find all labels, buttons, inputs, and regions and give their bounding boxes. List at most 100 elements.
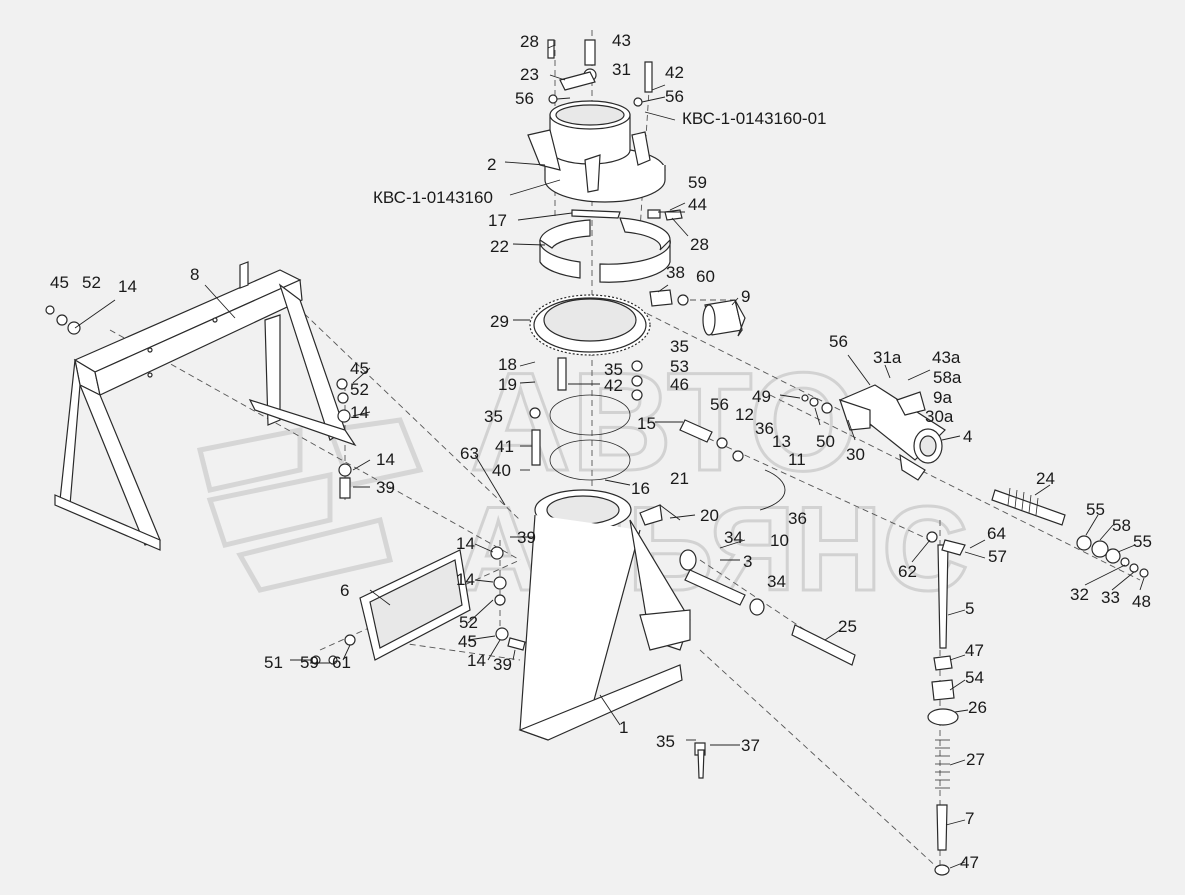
label-1: 1 [619, 718, 628, 737]
label-54: 54 [965, 668, 984, 687]
column-part-1 [518, 489, 691, 741]
label-42: 42 [604, 376, 623, 395]
label-34: 34 [767, 572, 786, 591]
label-7: 7 [965, 809, 974, 828]
seal-rings [549, 394, 631, 481]
label-55: 55 [1086, 500, 1105, 519]
hydraulic-motor-part-9 [649, 289, 746, 337]
label-36: 36 [755, 419, 774, 438]
label-45: 45 [458, 632, 477, 651]
worm-shaft-part-24 [991, 487, 1066, 526]
label-12: 12 [735, 405, 754, 424]
bolt-part-25 [791, 624, 856, 666]
label-31: 31 [612, 60, 631, 79]
label-35: 35 [484, 407, 503, 426]
label-3: 3 [743, 552, 752, 571]
label-27: 27 [966, 750, 985, 769]
label-56: 56 [515, 89, 534, 108]
label-23: 23 [520, 65, 539, 84]
label-53: 53 [670, 357, 689, 376]
label-32: 32 [1070, 585, 1089, 604]
label-34: 34 [724, 528, 743, 547]
label-45: 45 [50, 273, 69, 292]
label-62: 62 [898, 562, 917, 581]
hose-part-11 [759, 469, 786, 511]
label-14: 14 [118, 277, 137, 296]
label-59: 59 [688, 173, 707, 192]
label-22: 22 [490, 237, 509, 256]
label-17: 17 [488, 211, 507, 230]
label-kvs: КВС-1-0143160 [373, 188, 493, 207]
label-8: 8 [190, 265, 199, 284]
label-39: 39 [493, 655, 512, 674]
label-24: 24 [1036, 469, 1055, 488]
label-43: 43 [612, 31, 631, 50]
label-5: 5 [965, 599, 974, 618]
watermark: АВТО АЛЬЯНС [196, 342, 970, 618]
label-19: 19 [498, 375, 517, 394]
label-49: 49 [752, 387, 771, 406]
label-16: 16 [631, 479, 650, 498]
label-4: 4 [963, 427, 972, 446]
label-14: 14 [350, 403, 369, 422]
label-58a: 58а [933, 368, 962, 387]
pin-part-3 [679, 549, 765, 616]
label-28: 28 [520, 32, 539, 51]
label-31a: 31а [873, 348, 902, 367]
label-14: 14 [456, 570, 475, 589]
frame-part-8 [54, 261, 357, 551]
label-2: 2 [487, 155, 496, 174]
small-fasteners [45, 39, 1149, 779]
label-41: 41 [495, 437, 514, 456]
label-39: 39 [517, 528, 536, 547]
label-64: 64 [987, 524, 1006, 543]
label-58: 58 [1112, 516, 1131, 535]
label-14: 14 [456, 534, 475, 553]
label-15: 15 [637, 414, 656, 433]
label-9a: 9а [933, 388, 952, 407]
label-30: 30 [846, 445, 865, 464]
part-labels: 28 43 23 31 42 56 56 КВС-1-0143160-01 2 … [50, 31, 1152, 872]
label-kvs-01: КВС-1-0143160-01 [682, 109, 826, 128]
label-35: 35 [604, 360, 623, 379]
label-52: 52 [350, 380, 369, 399]
label-35: 35 [670, 337, 689, 356]
label-20: 20 [700, 506, 719, 525]
label-39: 39 [376, 478, 395, 497]
label-43a: 43а [932, 348, 961, 367]
label-25: 25 [838, 617, 857, 636]
label-9: 9 [741, 287, 750, 306]
label-47: 47 [965, 641, 984, 660]
label-29: 29 [490, 312, 509, 331]
label-35: 35 [656, 732, 675, 751]
label-6: 6 [340, 581, 349, 600]
gear-ring-part-29 [529, 294, 651, 356]
upper-housing-part-2 [527, 100, 666, 203]
watermark-tractor-logo [196, 417, 424, 593]
label-59: 59 [300, 653, 319, 672]
adjuster-stack [927, 544, 959, 876]
label-56: 56 [665, 87, 684, 106]
label-42: 42 [665, 63, 684, 82]
label-18: 18 [498, 355, 517, 374]
label-30a: 30а [925, 407, 954, 426]
label-11: 11 [788, 450, 806, 469]
cover-plate-part-6 [359, 549, 471, 661]
label-50: 50 [816, 432, 835, 451]
label-56: 56 [710, 395, 729, 414]
label-63: 63 [460, 444, 479, 463]
label-48: 48 [1132, 592, 1151, 611]
label-61: 61 [332, 653, 351, 672]
label-10: 10 [770, 531, 789, 550]
worm-housing-part-4 [838, 384, 946, 481]
label-37: 37 [741, 736, 760, 755]
label-52: 52 [459, 613, 478, 632]
label-36: 36 [788, 509, 807, 528]
label-40: 40 [492, 461, 511, 480]
label-33: 33 [1101, 588, 1120, 607]
label-26: 26 [968, 698, 987, 717]
label-44: 44 [688, 195, 707, 214]
split-ring-part-22 [539, 209, 671, 283]
label-51: 51 [264, 653, 283, 672]
